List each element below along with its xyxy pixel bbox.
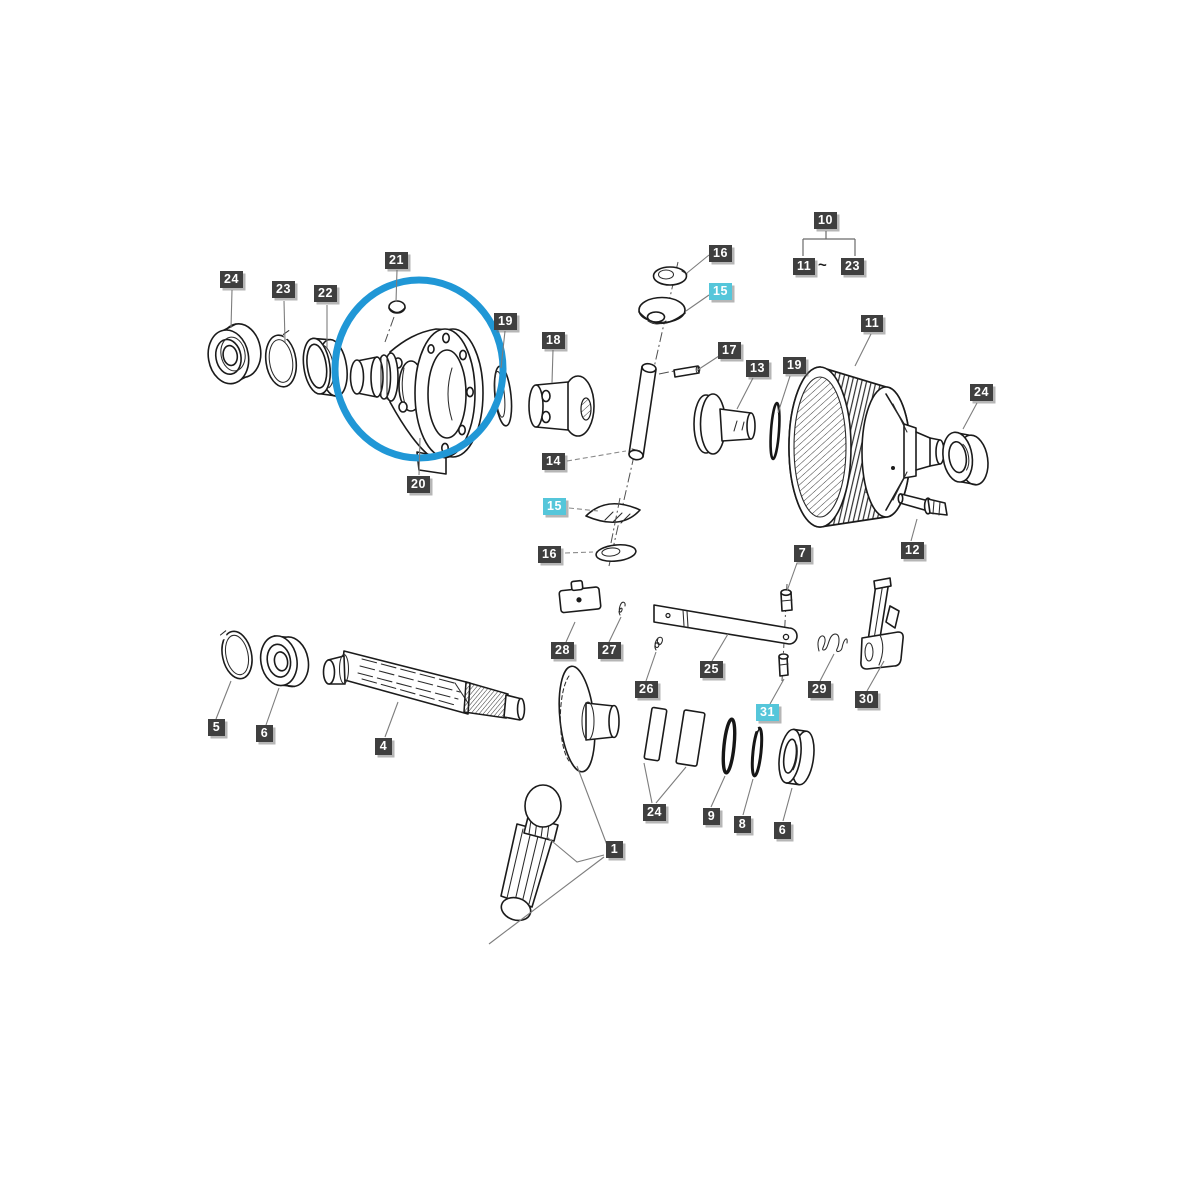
part-28-shift-block: [558, 579, 602, 614]
part-20-differential-carrier: [349, 328, 484, 475]
part-18-side-gear: [528, 375, 595, 437]
part-1-pto-shaft: [500, 784, 562, 922]
part-30-shift-fork: [860, 577, 904, 670]
part-24-bearing-left: [207, 323, 262, 385]
part-16-washer-top: [652, 266, 688, 286]
part-9-ring: [721, 717, 737, 775]
part-1-coupling-flange: [558, 665, 620, 773]
part-22-collar: [302, 337, 348, 397]
part-5-snap-ring: [219, 630, 253, 680]
part-19-o-ring: [769, 401, 781, 461]
part-25-shift-rail: [653, 604, 798, 645]
part-4-main-shaft: [322, 650, 526, 721]
part-16-washer-mid: [595, 543, 637, 563]
part-26-detent-spring: [654, 636, 663, 651]
part-17-pin: [673, 365, 701, 378]
part-12-bolt: [897, 493, 948, 516]
group-bracket: [802, 231, 856, 256]
part-29-spring: [817, 633, 848, 653]
part-31-pin: [778, 653, 789, 677]
part-6-bearing-left: [259, 635, 310, 688]
part-7-detent-pin: [780, 588, 793, 612]
part-15-thrust-washer-mid: [585, 503, 641, 524]
part-14-spider-shaft: [628, 362, 657, 461]
part-13-pinion-gear: [693, 393, 756, 455]
part-6-bearing-bottom: [778, 728, 815, 786]
part-23-snap-ring: [264, 330, 298, 388]
part-15-thrust-washer-top: [638, 296, 686, 325]
part-11-gear-drum: [788, 366, 945, 528]
axis-overlay: [610, 497, 621, 544]
part-8-snap-ring: [750, 726, 764, 778]
part-21-plug: [384, 300, 406, 343]
part-24-bearing-right: [942, 431, 989, 486]
part-24-plates: [643, 706, 706, 767]
part-27-spring-pin: [618, 601, 626, 616]
leader-lines: [215, 254, 978, 945]
